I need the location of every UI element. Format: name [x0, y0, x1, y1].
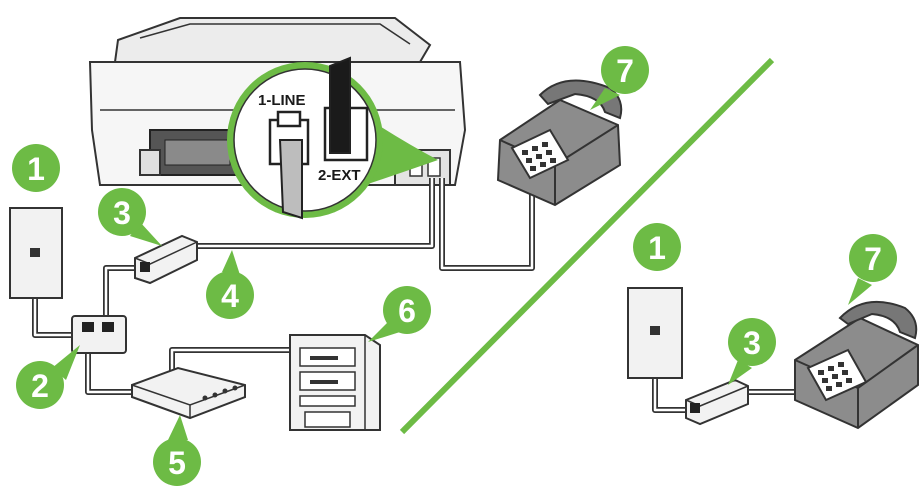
callout-number: 1 — [27, 151, 45, 187]
callout-number: 5 — [168, 445, 186, 481]
callout-cable: 4 — [206, 250, 254, 319]
dsl-filter-right — [685, 378, 749, 426]
right-wall-jack — [627, 287, 683, 379]
callout-number: 3 — [743, 325, 761, 361]
callout-modem: 5 — [153, 415, 201, 486]
left-wall-jack — [9, 207, 63, 299]
callout-number: 4 — [221, 278, 239, 314]
callout-left-wall-jack: 1 — [12, 144, 60, 192]
telephone-right — [794, 301, 919, 430]
callout-number: 2 — [31, 368, 49, 404]
telephone-left — [496, 79, 623, 207]
dsl-filter-left — [134, 234, 198, 285]
callout-number: 6 — [398, 293, 416, 329]
callout-dsl-filter-left: 3 — [98, 188, 162, 246]
ext-cable — [329, 56, 351, 154]
callout-dsl-filter-right: 3 — [728, 318, 776, 385]
callout-number: 1 — [648, 230, 666, 266]
ext-port-label: 2-EXT — [318, 167, 361, 184]
line-port-label: 1-LINE — [258, 92, 306, 109]
left-wiring-core — [33, 178, 534, 394]
callout-telephone-right: 7 — [848, 234, 897, 305]
phone-splitter — [71, 315, 127, 354]
diagram-divider — [399, 57, 775, 435]
callout-computer: 6 — [368, 286, 431, 342]
dsl-modem — [131, 366, 246, 420]
callout-number: 3 — [113, 195, 131, 231]
callout-number: 7 — [864, 241, 882, 277]
callout-right-wall-jack: 1 — [633, 223, 681, 271]
callout-number: 7 — [616, 53, 634, 89]
port-zoom-callout: 1-LINE 2-EXT — [227, 56, 438, 220]
computer-tower — [289, 334, 381, 431]
callout-telephone-left: 7 — [590, 46, 649, 110]
line-cable — [278, 139, 303, 220]
callout-splitter: 2 — [16, 345, 80, 409]
